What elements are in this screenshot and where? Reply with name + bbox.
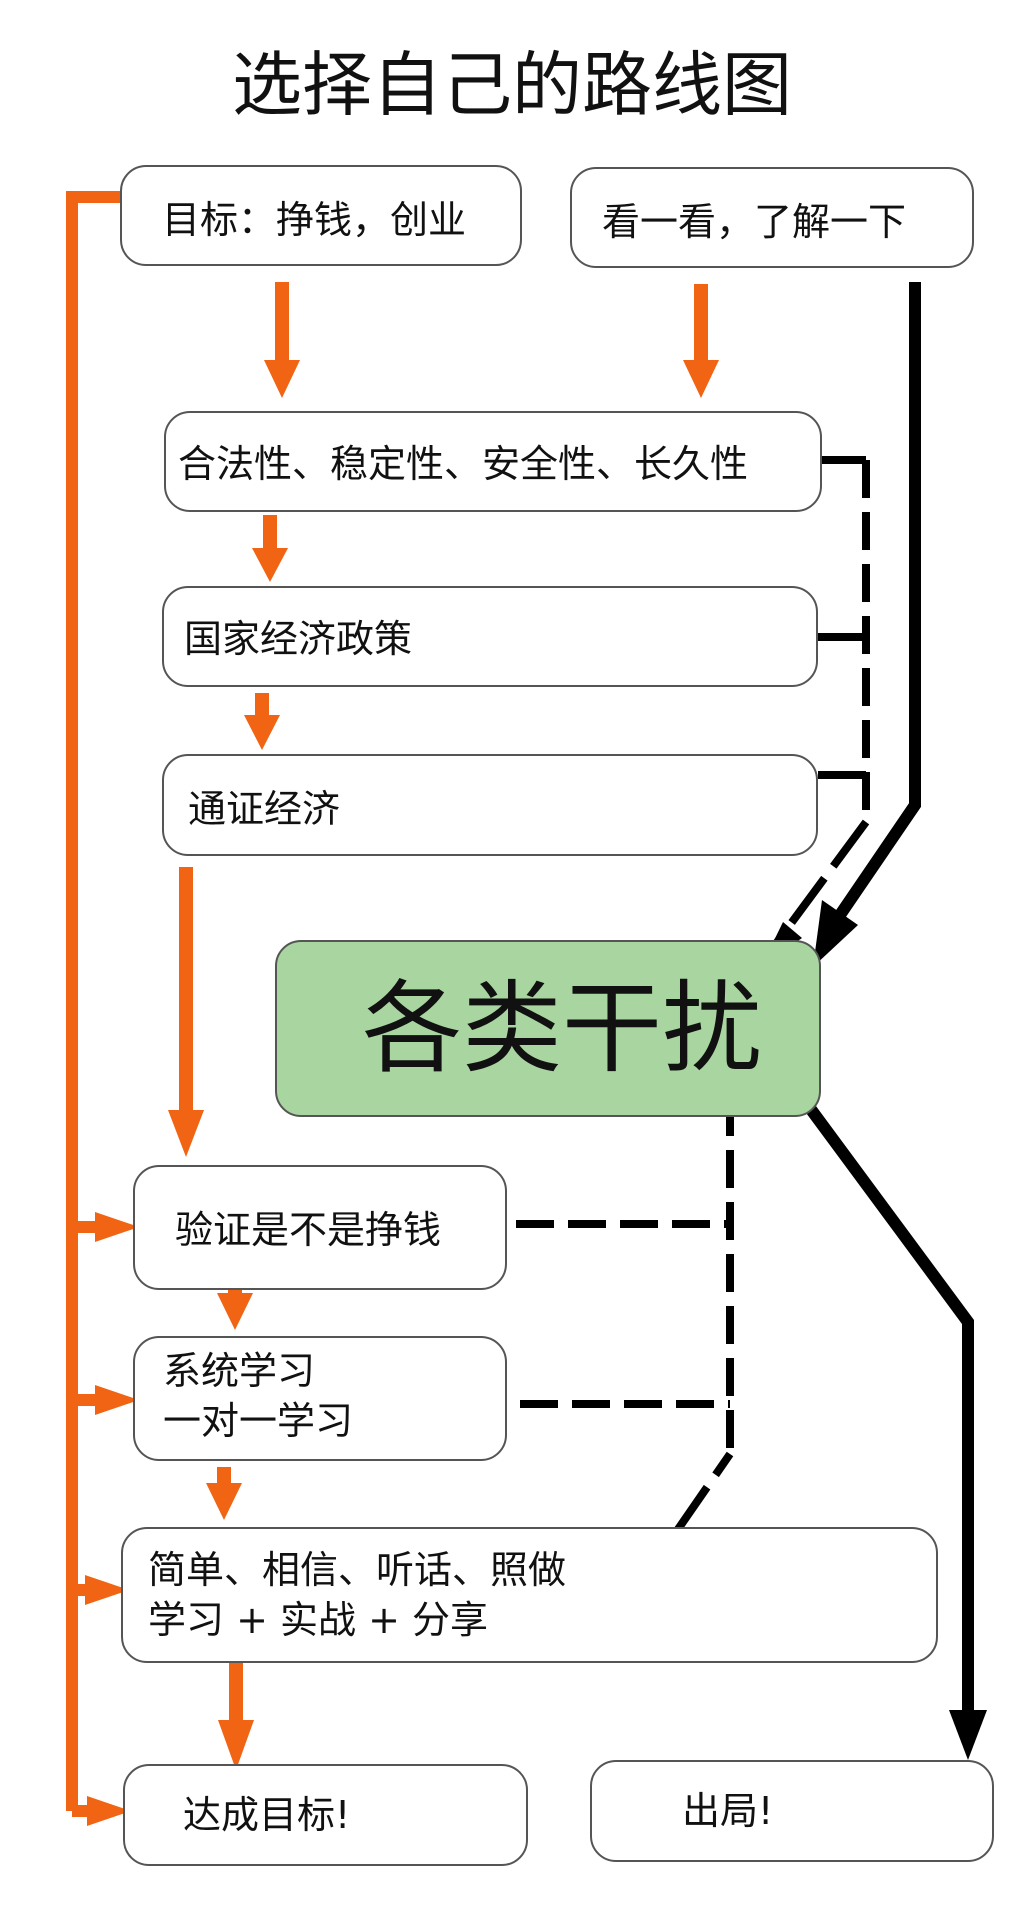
practice-box: 简单、相信、听话、照做 学习 + 实战 + 分享 <box>121 1527 938 1663</box>
achieve-label: 达成目标! <box>183 1793 351 1837</box>
study-box: 系统学习 一对一学习 <box>133 1336 507 1461</box>
orange-flow-arrows <box>168 282 719 1770</box>
goal-label: 目标：挣钱，创业 <box>162 198 467 242</box>
orange-bus-arrowheads <box>85 1212 139 1826</box>
verify-box: 验证是不是挣钱 <box>133 1165 507 1290</box>
black-solid-arrowheads <box>813 900 987 1760</box>
economy-box: 通证经济 <box>162 754 818 856</box>
study-label-line1: 系统学习 <box>163 1349 316 1393</box>
orange-feedback-bus <box>66 191 122 1817</box>
criteria-label: 合法性、稳定性、安全性、长久性 <box>178 442 749 486</box>
out-box: 出局! <box>590 1760 994 1862</box>
interference-label: 各类干扰 <box>362 970 762 1087</box>
browse-box: 看一看，了解一下 <box>570 167 974 268</box>
verify-label: 验证是不是挣钱 <box>175 1208 442 1252</box>
practice-label-line1: 简单、相信、听话、照做 <box>148 1548 567 1592</box>
economy-label: 通证经济 <box>188 787 341 831</box>
goal-box: 目标：挣钱，创业 <box>120 165 522 266</box>
practice-label-line2: 学习 + 实战 + 分享 <box>148 1598 488 1642</box>
interference-box: 各类干扰 <box>275 940 821 1117</box>
achieve-box: 达成目标! <box>123 1764 528 1866</box>
criteria-box: 合法性、稳定性、安全性、长久性 <box>164 411 822 512</box>
black-dashed-connectors <box>516 456 870 1593</box>
study-label-line2: 一对一学习 <box>163 1399 354 1443</box>
black-solid-path <box>799 282 974 1716</box>
browse-label: 看一看，了解一下 <box>602 200 907 244</box>
policy-label: 国家经济政策 <box>184 617 413 661</box>
out-label: 出局! <box>682 1789 774 1833</box>
policy-box: 国家经济政策 <box>162 586 818 687</box>
diagram-title: 选择自己的路线图 <box>232 44 792 126</box>
